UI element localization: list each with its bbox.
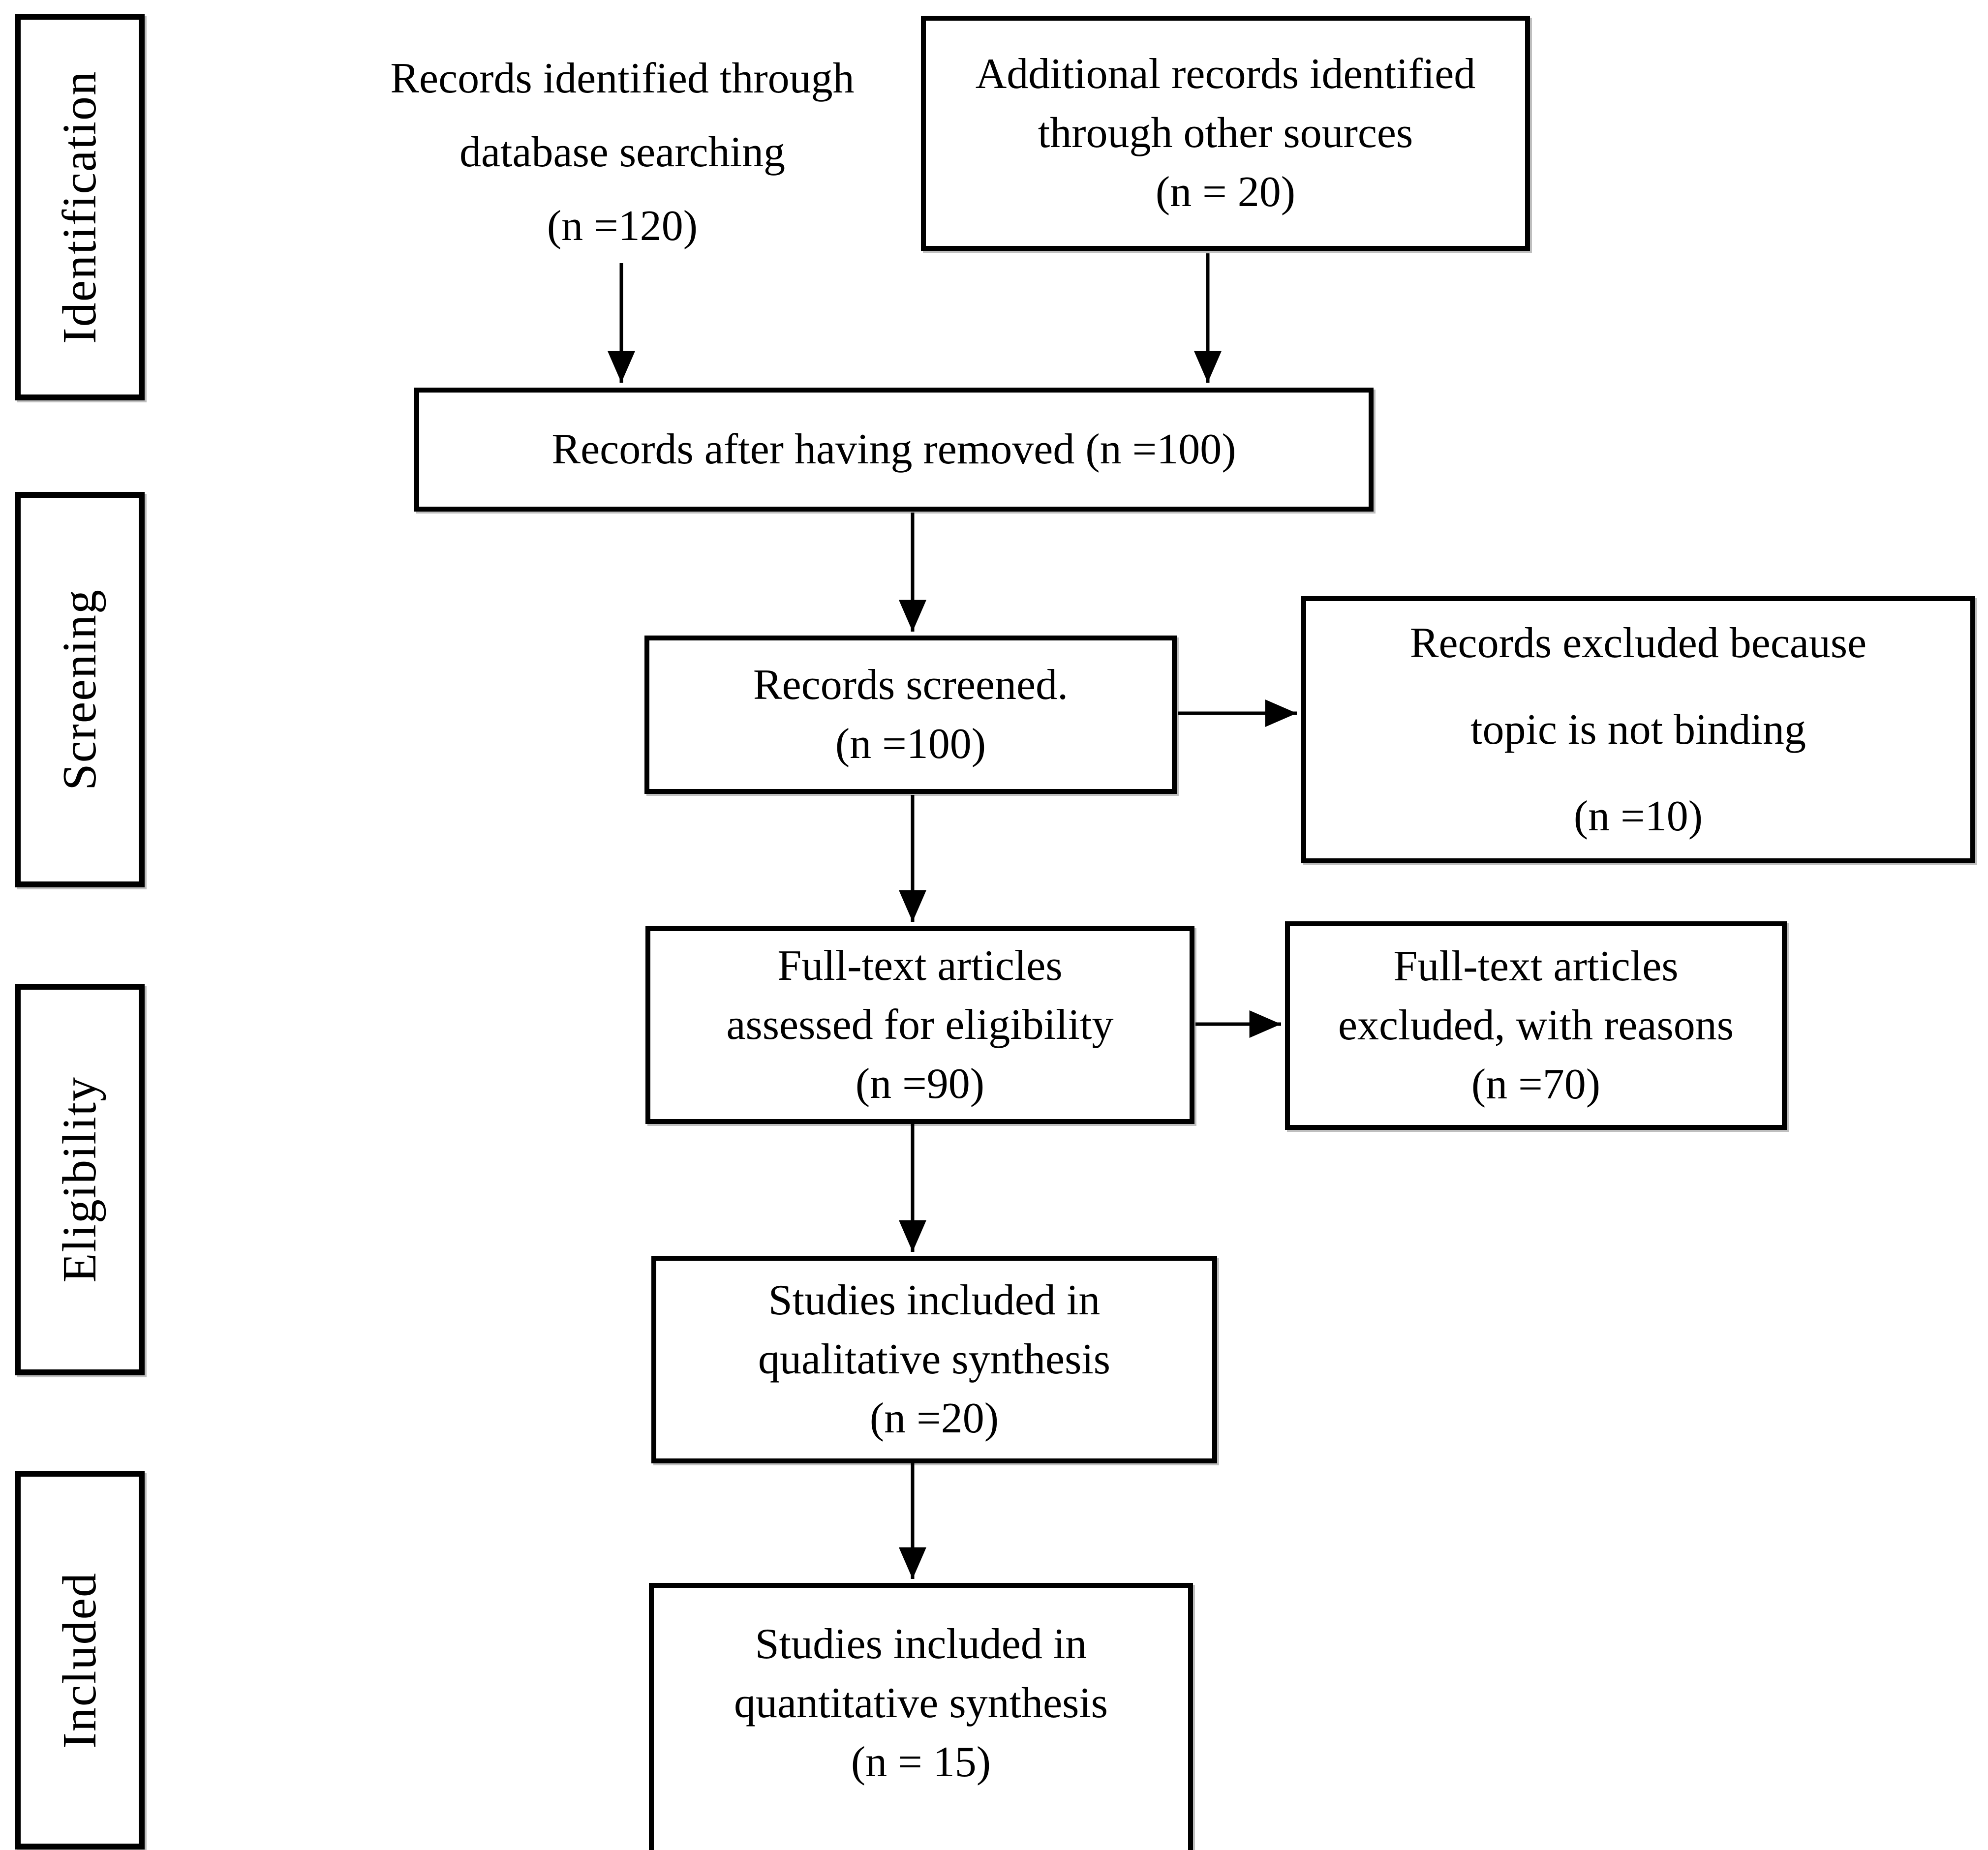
node-fulltext-assessed: Full-text articles assessed for eligibil… <box>645 926 1194 1124</box>
node-line: (n =90) <box>855 1060 985 1108</box>
node-line: (n = 15) <box>851 1738 991 1786</box>
node-fulltext-excluded: Full-text articles excluded, with reason… <box>1285 921 1787 1130</box>
node-line: (n =120) <box>547 202 698 250</box>
node-qualitative-synthesis: Studies included in qualitative synthesi… <box>651 1256 1217 1463</box>
node-records-excluded: Records excluded because topic is not bi… <box>1301 596 1975 863</box>
node-line: qualitative synthesis <box>758 1335 1111 1383</box>
node-line: Records identified through <box>390 55 855 102</box>
node-line: Additional records identified <box>975 50 1476 98</box>
stage-label-text: Identification <box>53 70 106 344</box>
node-line: Records after having removed (n =100) <box>551 425 1236 473</box>
node-quantitative-synthesis: Studies included in quantitative synthes… <box>649 1583 1193 1850</box>
stage-label-text: Eligibility <box>53 1076 106 1283</box>
node-records-after-removed: Records after having removed (n =100) <box>414 388 1374 512</box>
node-line: Studies included in <box>768 1276 1101 1324</box>
stage-label-included: Included <box>15 1471 145 1850</box>
node-line: excluded, with reasons <box>1338 1001 1734 1049</box>
node-line: Records screened. <box>753 661 1069 709</box>
stage-label-screening: Screening <box>15 492 145 887</box>
stage-label-text: Screening <box>53 589 106 790</box>
node-line: assessed for eligibility <box>726 1001 1114 1049</box>
node-additional-records: Additional records identified through ot… <box>921 16 1530 251</box>
node-line: Full-text articles <box>777 942 1063 990</box>
node-line: Records excluded because <box>1409 619 1867 667</box>
node-records-identified: Records identified through database sear… <box>362 42 883 263</box>
node-records-screened: Records screened. (n =100) <box>644 636 1177 794</box>
node-line: (n = 20) <box>1155 168 1296 216</box>
stage-label-text: Included <box>53 1572 106 1749</box>
stage-label-identification: Identification <box>15 14 145 400</box>
node-line: (n =100) <box>835 720 986 768</box>
node-line: Studies included in <box>755 1620 1087 1668</box>
node-line: (n =70) <box>1471 1061 1601 1108</box>
node-line: (n =10) <box>1573 792 1703 840</box>
node-line: (n =20) <box>869 1395 999 1442</box>
node-line: Full-text articles <box>1393 942 1679 990</box>
node-line: topic is not binding <box>1470 705 1806 754</box>
node-line: through other sources <box>1038 109 1413 157</box>
node-line: database searching <box>459 128 786 176</box>
stage-label-eligibility: Eligibility <box>15 984 145 1375</box>
node-line: quantitative synthesis <box>734 1679 1108 1727</box>
